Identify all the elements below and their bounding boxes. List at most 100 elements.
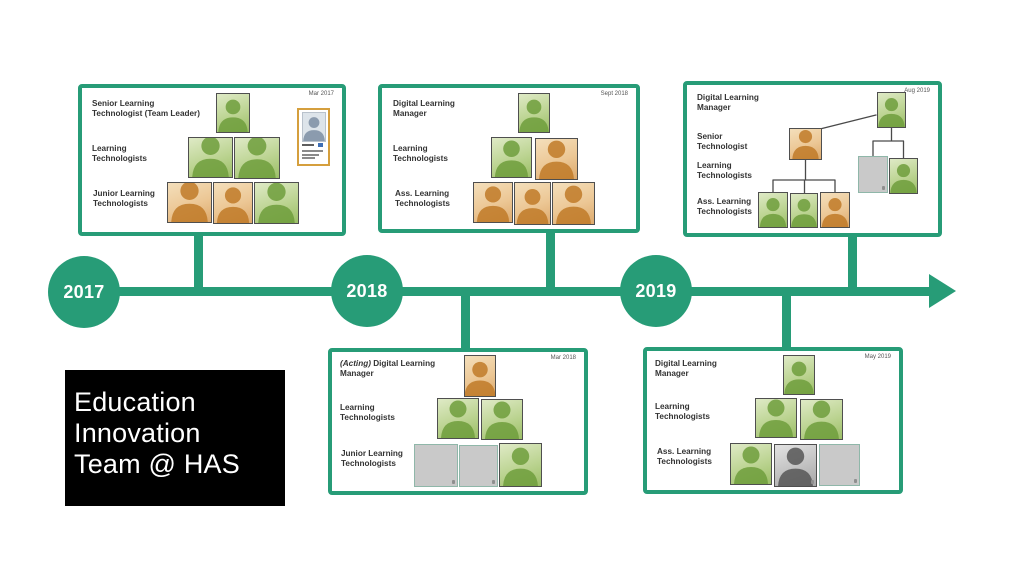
- badge-text-line: [302, 157, 315, 159]
- person-silhouette-icon: [258, 183, 295, 223]
- badge-logo-chip: [318, 143, 323, 147]
- member-photo: [783, 355, 815, 395]
- member-photo: [481, 399, 523, 440]
- slide-title-line: Team @ HAS: [74, 449, 240, 479]
- slide-title-line: Innovation: [74, 418, 201, 448]
- member-photo: [499, 443, 542, 487]
- person-silhouette-icon: [503, 447, 538, 486]
- connector-card-may-2019: [782, 292, 791, 351]
- member-photo: [188, 137, 233, 178]
- badge-text-line: [302, 154, 319, 156]
- role-label-acting: (Acting): [340, 359, 371, 368]
- person-silhouette-icon: [485, 401, 519, 439]
- id-badge: [297, 108, 330, 166]
- person-silhouette-icon: [171, 183, 208, 222]
- badge-photo: [302, 112, 326, 142]
- role-label: Learning Technologists: [697, 161, 752, 180]
- member-photo: [730, 443, 772, 485]
- member-photo: [464, 355, 496, 397]
- person-silhouette-icon: [821, 198, 849, 227]
- person-silhouette-icon: [192, 138, 229, 177]
- member-photo: [518, 93, 550, 133]
- person-silhouette-icon: [878, 98, 905, 127]
- role-label: (Acting) Digital Learning Manager: [340, 359, 435, 379]
- member-photo: [213, 182, 253, 224]
- vacancy-placeholder: [819, 444, 860, 486]
- member-photo: [889, 158, 918, 194]
- vacancy-placeholder: [414, 444, 458, 487]
- timeline-bar: [84, 287, 932, 296]
- card-date: Sept 2018: [600, 91, 628, 97]
- role-label: Digital Learning Manager: [697, 93, 759, 112]
- member-photo: [473, 182, 513, 223]
- org-card-mar-2018: Mar 2018 (Acting) Digital Learning Manag…: [328, 348, 588, 495]
- person-silhouette-icon: [441, 400, 475, 438]
- member-photo: [234, 137, 280, 179]
- role-label: Digital Learning Manager: [655, 359, 717, 378]
- member-photo: [877, 92, 906, 128]
- person-silhouette-icon: [804, 400, 839, 439]
- card-date: Aug 2019: [904, 88, 930, 94]
- person-silhouette-icon: [519, 99, 549, 132]
- watermark-icon: [811, 480, 814, 484]
- year-marker-2018: 2018: [331, 255, 403, 327]
- vacancy-placeholder: [858, 156, 888, 193]
- role-label: Ass. Learning Technologists: [395, 189, 450, 208]
- member-photo: [789, 128, 822, 160]
- person-silhouette-icon: [516, 189, 549, 224]
- member-photo: [535, 138, 578, 180]
- role-label: Senior Learning Technologist (Team Leade…: [92, 99, 200, 118]
- person-silhouette-icon: [556, 185, 591, 224]
- watermark-icon: [452, 480, 455, 484]
- person-silhouette-icon: [778, 447, 813, 486]
- role-label: Junior Learning Technologists: [341, 449, 403, 468]
- connector-card-sept-2018: [546, 228, 555, 290]
- role-label: Learning Technologists: [340, 403, 395, 422]
- watermark-icon: [882, 186, 885, 190]
- year-marker-2017: 2017: [48, 256, 120, 328]
- timeline-arrowhead-icon: [929, 274, 956, 308]
- watermark-icon: [854, 479, 857, 483]
- vacancy-placeholder: [459, 445, 498, 487]
- person-silhouette-icon: [734, 446, 768, 484]
- person-silhouette-icon: [539, 140, 574, 179]
- card-date: Mar 2018: [550, 355, 576, 361]
- person-silhouette-icon: [759, 198, 787, 227]
- person-silhouette-icon: [465, 361, 495, 396]
- role-label: Learning Technologists: [92, 144, 147, 163]
- year-label: 2017: [63, 281, 105, 302]
- member-photo: [820, 192, 850, 228]
- slide-title-box: Education Innovation Team @ HAS: [65, 370, 285, 506]
- member-photo: [514, 182, 551, 225]
- member-photo: [755, 398, 797, 438]
- member-photo: [216, 93, 250, 133]
- member-photo: [491, 137, 532, 178]
- person-silhouette-icon: [303, 117, 325, 141]
- role-label-rest: Digital Learning Manager: [340, 359, 436, 378]
- person-silhouette-icon: [476, 186, 510, 222]
- member-photo: [437, 398, 479, 439]
- person-silhouette-icon: [791, 198, 817, 227]
- year-label: 2019: [635, 280, 677, 301]
- role-label: Ass. Learning Technologists: [657, 447, 712, 466]
- person-silhouette-icon: [759, 399, 793, 437]
- org-card-sept-2018: Sept 2018 Digital Learning Manager Learn…: [378, 84, 640, 233]
- person-silhouette-icon: [890, 164, 917, 193]
- role-label: Learning Technologists: [655, 402, 710, 421]
- badge-text-line: [302, 144, 314, 146]
- watermark-icon: [492, 480, 495, 484]
- member-photo: [790, 193, 818, 228]
- org-connector-lines: [772, 114, 905, 194]
- member-photo: [552, 182, 595, 225]
- member-photo: [800, 399, 843, 440]
- person-silhouette-icon: [784, 361, 814, 394]
- org-card-aug-2019: Aug 2019 Digital Learning Manager Senior…: [683, 81, 942, 237]
- member-photo: [167, 182, 212, 223]
- member-photo: [254, 182, 299, 224]
- badge-text-line: [302, 150, 323, 152]
- person-silhouette-icon: [792, 129, 819, 159]
- year-marker-2019: 2019: [620, 255, 692, 327]
- role-label: Senior Technologist: [697, 132, 748, 151]
- person-silhouette-icon: [218, 99, 248, 132]
